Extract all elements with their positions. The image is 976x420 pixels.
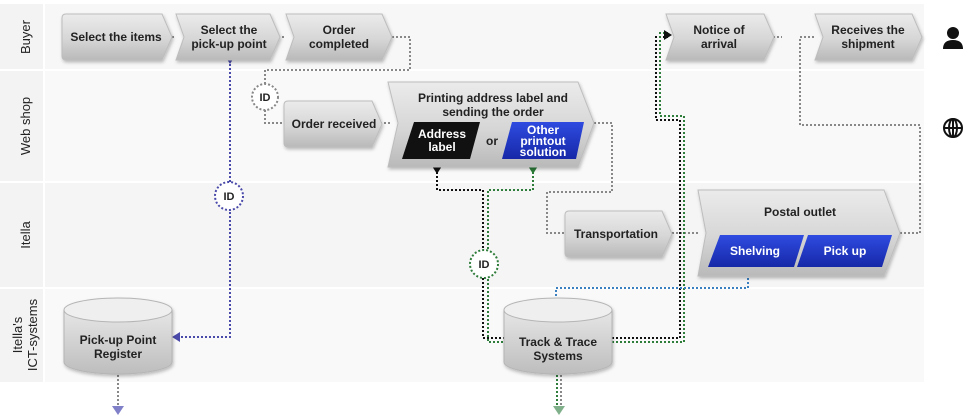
connector-outlet-to-receives: [799, 36, 921, 234]
notice-of-arrival-box: [665, 13, 775, 61]
order-completed-box: [285, 13, 393, 61]
address-label-text-2: label: [428, 140, 455, 154]
receives-shipment-label-2: shipment: [841, 37, 894, 51]
lane-label-ict-line2: ICT-systems: [25, 298, 40, 371]
order-received-label: Order received: [292, 117, 377, 131]
tracktrace-cylinder: [503, 297, 613, 375]
other-solution-text-3: solution: [520, 145, 567, 159]
connector-pickup-to-register: [178, 60, 231, 338]
select-pickup-label-1: Select the: [201, 23, 258, 37]
printing-label-2: sending the order: [442, 105, 544, 119]
pickup-label: Pick up: [824, 244, 867, 258]
globe-icon: [943, 118, 963, 138]
other-solution-box: [502, 122, 584, 159]
order-completed-label-2: completed: [309, 37, 369, 51]
select-items-box: [61, 13, 173, 61]
arrowhead-register-in: [172, 332, 180, 342]
printing-label-1: Printing address label and: [418, 91, 568, 105]
tracktrace-label-1: Track & Trace: [519, 335, 597, 349]
transportation-box: [564, 210, 673, 258]
connector-address-to-tracktrace: [436, 168, 505, 339]
connector-tracktrace-to-notice-black: [612, 36, 681, 339]
arrowhead-notice-in: [664, 30, 672, 40]
connector-outlet-to-tracktrace: [555, 270, 749, 305]
arrowhead-tracktrace-down: [553, 406, 565, 415]
pickup-register-label-2: Register: [94, 347, 142, 361]
transportation-label: Transportation: [574, 227, 658, 241]
pickup-register-label-1: Pick-up Point: [80, 333, 157, 347]
order-received-box: [283, 100, 383, 148]
id-badge-tracktrace: ID: [469, 249, 499, 279]
or-text: or: [486, 134, 498, 148]
lane-label-webshop: Web shop: [18, 97, 33, 155]
svg-text:ID: ID: [479, 259, 490, 271]
pickup-register-cylinder: [63, 297, 173, 375]
connector-other-to-tracktrace: [487, 168, 534, 343]
lane-label-ict-line1: Itella's: [10, 316, 25, 353]
select-pickup-box: [175, 13, 281, 61]
notice-of-arrival-label-2: arrival: [701, 37, 737, 51]
arrowhead-address-up: [432, 166, 442, 174]
postal-outlet-label: Postal outlet: [764, 205, 836, 219]
id-badge-webshop: ID: [251, 83, 279, 111]
lane-label-itella: Itella: [18, 221, 33, 249]
connector-tracktrace-to-notice-green: [612, 32, 685, 343]
svg-text:ID: ID: [260, 92, 271, 104]
shelving-box: [708, 235, 804, 267]
id-badge-pickup: ID: [214, 181, 244, 211]
arrowhead-other-up: [528, 166, 538, 174]
pickup-box: [797, 235, 892, 267]
connector-completed-to-received: [264, 36, 411, 124]
other-solution-text-2: printout: [520, 134, 565, 148]
connector-printing-to-transport: [546, 122, 613, 234]
person-icon: [943, 27, 963, 49]
select-pickup-label-2: pick-up point: [191, 37, 266, 51]
arrowhead-register-down: [112, 406, 124, 415]
shelving-label: Shelving: [730, 244, 780, 258]
receives-shipment-box: [814, 13, 923, 61]
notice-of-arrival-label-1: Notice of: [693, 23, 745, 37]
order-completed-label-1: Order: [323, 23, 356, 37]
other-solution-text-1: Other: [527, 123, 559, 137]
lane-label-buyer: Buyer: [18, 19, 33, 54]
select-items-label: Select the items: [70, 30, 162, 44]
address-label-text-1: Address: [418, 127, 466, 141]
tracktrace-label-2: Systems: [533, 349, 583, 363]
address-label-box: [402, 122, 480, 159]
svg-text:ID: ID: [224, 191, 235, 203]
receives-shipment-label-1: Receives the: [831, 23, 905, 37]
